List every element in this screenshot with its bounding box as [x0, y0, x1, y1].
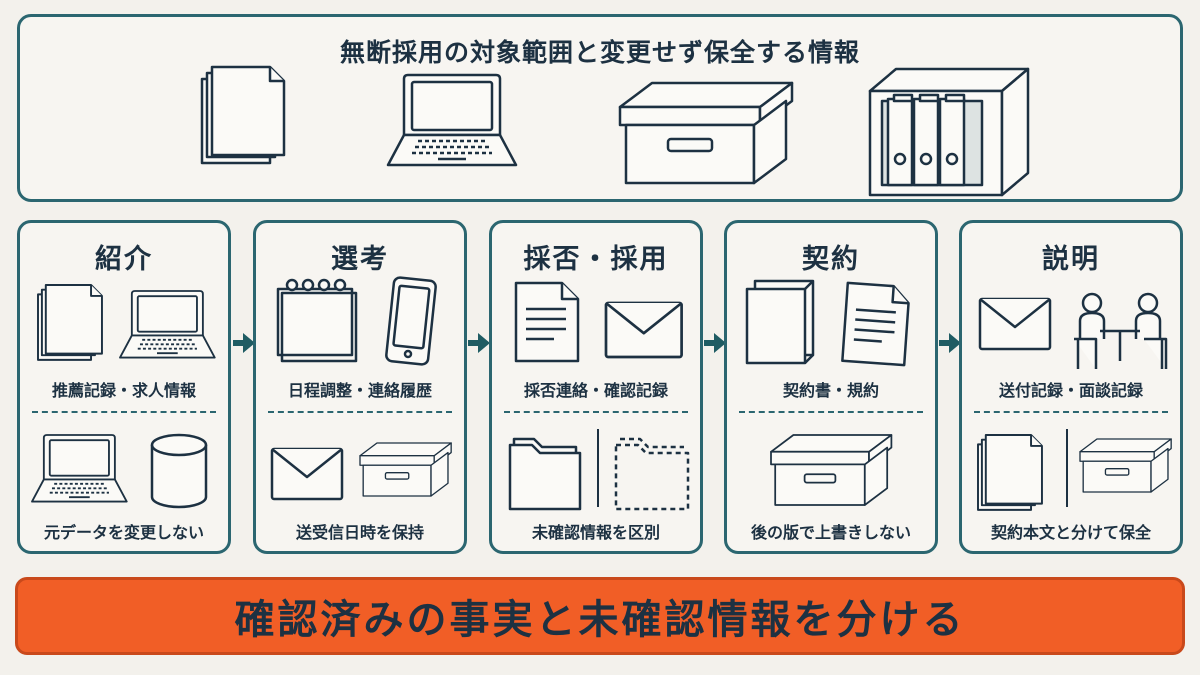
divider-vertical	[597, 429, 599, 507]
laptop-icon	[119, 290, 216, 359]
stage-caption: 契約書・規約	[782, 381, 879, 400]
database-icon	[150, 433, 208, 509]
binder-cabinet-icon	[868, 67, 1030, 197]
storage-box-icon	[618, 81, 794, 185]
divider	[974, 411, 1168, 413]
stage-note: 契約本文と分けて保全	[990, 523, 1151, 542]
envelope-icon	[604, 301, 683, 359]
stage-caption: 送付記録・面談記録	[998, 381, 1143, 400]
stage-title: 契約	[802, 244, 860, 275]
folder-icon	[508, 437, 582, 511]
documents-icon	[200, 65, 286, 165]
stage-title: 選考	[331, 244, 389, 275]
stage-selection: 選考 日程調整・連絡履歴 送受信日時を保持	[253, 220, 467, 554]
panel-title: 無断採用の対象範囲と変更せず保全する情報	[339, 38, 860, 67]
envelope-icon	[270, 447, 344, 501]
stage-note: 後の版で上書きしない	[750, 523, 911, 542]
preservation-scope-panel: 無断採用の対象範囲と変更せず保全する情報	[17, 14, 1183, 202]
book-icon	[745, 279, 815, 365]
banner-text: 確認済みの事実と未確認情報を分ける	[234, 597, 966, 643]
stage-caption: 推薦記録・求人情報	[51, 381, 196, 400]
meeting-icon	[1072, 292, 1168, 371]
stage-note: 送受信日時を保持	[295, 523, 424, 542]
stage-note: 未確認情報を区別	[531, 523, 660, 542]
envelope-icon	[978, 297, 1052, 351]
divider-vertical	[1066, 429, 1068, 507]
storage-box-icon	[359, 442, 452, 497]
divider	[739, 411, 923, 413]
stage-caption: 日程調整・連絡履歴	[287, 381, 432, 400]
arrow-right-icon	[468, 333, 490, 353]
document-icon	[514, 281, 580, 363]
document-icon	[841, 281, 911, 367]
stage-referral: 紹介 推薦記録・求人情報 元データを変更しない	[17, 220, 231, 554]
storage-box-icon	[770, 434, 893, 506]
divider	[32, 411, 216, 413]
arrow-right-icon	[233, 333, 255, 353]
stage-title: 紹介	[95, 244, 153, 275]
divider	[504, 411, 688, 413]
stage-caption: 採否連絡・確認記録	[523, 381, 668, 400]
key-principle-banner: 確認済みの事実と未確認情報を分ける	[15, 577, 1185, 655]
smartphone-icon	[384, 275, 438, 367]
divider	[268, 411, 452, 413]
stage-title: 採否・採用	[523, 244, 669, 275]
stage-title: 説明	[1042, 244, 1100, 275]
calendar-icon	[276, 278, 358, 363]
documents-icon	[37, 284, 103, 361]
stage-decision-hiring: 採否・採用 採否連絡・確認記録 未確認情報を区別	[489, 220, 703, 554]
stage-explanation: 説明 送付記録・面談記録 契約本文と分けて保全	[959, 220, 1183, 554]
documents-icon	[977, 434, 1043, 511]
unconfirmed-folder-icon	[614, 437, 690, 511]
stage-contract: 契約 契約書・規約 後の版で上書きしない	[724, 220, 938, 554]
stage-note: 元データを変更しない	[43, 523, 204, 542]
arrow-right-icon	[704, 333, 726, 353]
storage-box-icon	[1079, 438, 1172, 493]
arrow-right-icon	[939, 333, 961, 353]
laptop-icon	[31, 434, 128, 503]
laptop-icon	[386, 73, 518, 167]
